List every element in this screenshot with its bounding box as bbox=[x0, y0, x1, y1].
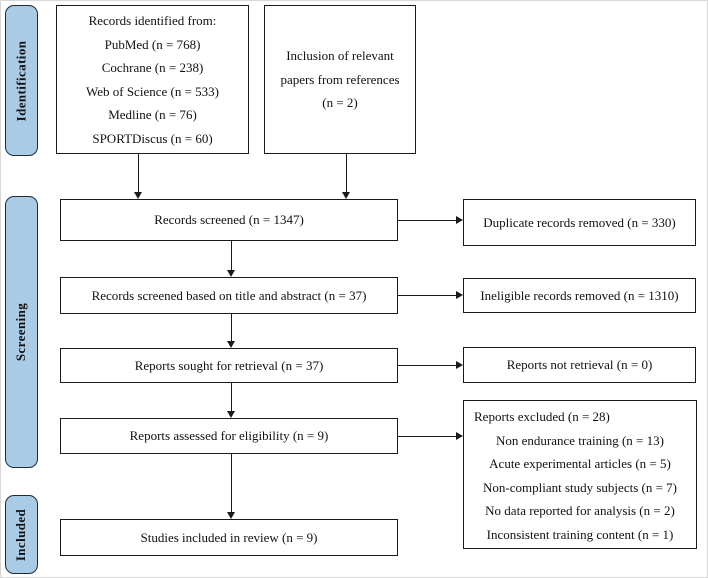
records-screened-label: Records screened (n = 1347) bbox=[154, 212, 304, 227]
arrow-right-icon bbox=[456, 291, 463, 299]
reports-not-retrieved-label: Reports not retrieval (n = 0) bbox=[506, 357, 653, 372]
box-reports-sought: Reports sought for retrieval (n = 37) bbox=[60, 348, 398, 383]
excluded-reason-inconsistent: Inconsistent training content (n = 1) bbox=[486, 526, 674, 542]
box-records-identified: Records identified from: PubMed (n = 768… bbox=[56, 5, 249, 154]
arrow-right-icon bbox=[456, 361, 463, 369]
records-identified-web-of-science: Web of Science (n = 533) bbox=[86, 83, 219, 99]
arrow-sought-to-assessed bbox=[227, 383, 236, 418]
arrow-down-icon bbox=[134, 192, 142, 199]
arrow-identified-to-screened bbox=[134, 154, 143, 199]
excluded-reason-non-compliant: Non-compliant study subjects (n = 7) bbox=[483, 479, 677, 495]
arrow-shaft bbox=[138, 154, 140, 192]
arrow-assessed-to-excluded bbox=[398, 432, 463, 441]
inclusion-refs-count: (n = 2) bbox=[322, 95, 358, 111]
arrow-title-abstract-to-ineligible bbox=[398, 291, 463, 300]
excluded-reason-non-endurance: Non endurance training (n = 13) bbox=[496, 432, 664, 448]
duplicates-removed-label: Duplicate records removed (n = 330) bbox=[483, 214, 676, 230]
arrow-shaft bbox=[231, 454, 233, 512]
box-reports-excluded: Reports excluded (n = 28) Non endurance … bbox=[463, 400, 697, 549]
arrow-shaft bbox=[231, 241, 233, 270]
screened-title-abstract-label: Records screened based on title and abst… bbox=[91, 287, 367, 303]
stage-screening: Screening bbox=[5, 196, 38, 468]
arrow-screened-to-title-abstract bbox=[227, 241, 236, 277]
inclusion-refs-line2: papers from references bbox=[280, 71, 400, 87]
box-duplicates-removed: Duplicate records removed (n = 330) bbox=[463, 199, 696, 246]
arrow-shaft bbox=[231, 383, 233, 411]
ineligible-removed-label: Ineligible records removed (n = 1310) bbox=[480, 287, 679, 303]
records-identified-heading: Records identified from: bbox=[88, 13, 217, 28]
reports-excluded-title: Reports excluded (n = 28) bbox=[474, 409, 610, 424]
arrow-down-icon bbox=[342, 192, 350, 199]
studies-included-label: Studies included in review (n = 9) bbox=[140, 529, 318, 545]
arrow-title-abstract-to-sought bbox=[227, 314, 236, 348]
arrow-sought-to-not-retrieved bbox=[398, 361, 463, 370]
excluded-reason-acute-experimental: Acute experimental articles (n = 5) bbox=[489, 456, 671, 471]
arrow-shaft bbox=[398, 365, 456, 367]
reports-sought-label: Reports sought for retrieval (n = 37) bbox=[134, 357, 324, 373]
records-identified-cochrane: Cochrane (n = 238) bbox=[101, 60, 204, 75]
box-ineligible-removed: Ineligible records removed (n = 1310) bbox=[463, 278, 696, 313]
box-reports-not-retrieved: Reports not retrieval (n = 0) bbox=[463, 347, 696, 383]
arrow-shaft bbox=[398, 220, 456, 222]
inclusion-refs-line1: Inclusion of relevant bbox=[286, 48, 394, 64]
arrow-screened-to-duplicates bbox=[398, 216, 463, 225]
records-identified-sportdiscus: SPORTDiscus (n = 60) bbox=[92, 130, 213, 146]
records-identified-pubmed: PubMed (n = 768) bbox=[104, 36, 201, 52]
stage-included-label: Included bbox=[13, 508, 29, 561]
stage-included: Included bbox=[5, 495, 38, 574]
records-identified-medline: Medline (n = 76) bbox=[108, 107, 197, 122]
box-screened-title-abstract: Records screened based on title and abst… bbox=[60, 277, 398, 314]
arrow-shaft bbox=[231, 314, 233, 341]
box-reports-assessed: Reports assessed for eligibility (n = 9) bbox=[60, 418, 398, 454]
arrow-down-icon bbox=[227, 411, 235, 418]
arrow-down-icon bbox=[227, 270, 235, 277]
reports-assessed-label: Reports assessed for eligibility (n = 9) bbox=[129, 428, 329, 443]
arrow-shaft bbox=[346, 154, 348, 192]
box-inclusion-from-references: Inclusion of relevant papers from refere… bbox=[264, 5, 416, 154]
arrow-right-icon bbox=[456, 432, 463, 440]
box-records-screened: Records screened (n = 1347) bbox=[60, 199, 398, 241]
arrow-shaft bbox=[398, 295, 456, 297]
arrow-down-icon bbox=[227, 341, 235, 348]
arrow-right-icon bbox=[456, 216, 463, 224]
arrow-references-to-screened bbox=[342, 154, 351, 199]
stage-screening-label: Screening bbox=[13, 302, 29, 362]
arrow-assessed-to-included bbox=[227, 454, 236, 519]
excluded-reason-no-data: No data reported for analysis (n = 2) bbox=[485, 503, 675, 518]
stage-identification: Identification bbox=[5, 5, 38, 156]
box-studies-included: Studies included in review (n = 9) bbox=[60, 519, 398, 556]
stage-identification-label: Identification bbox=[13, 40, 29, 121]
arrow-shaft bbox=[398, 436, 456, 438]
arrow-down-icon bbox=[227, 512, 235, 519]
